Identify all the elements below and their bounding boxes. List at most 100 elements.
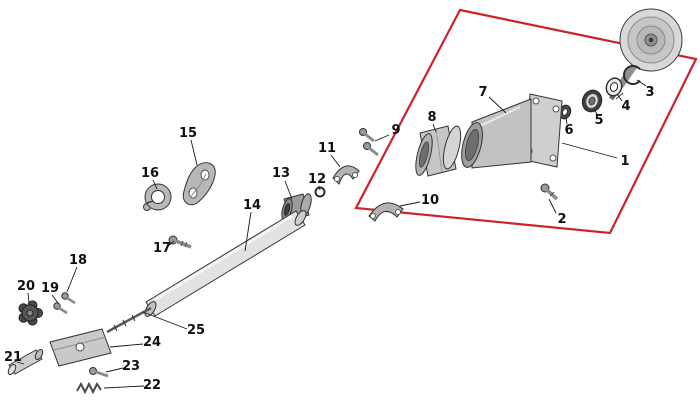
screw-part-23 [89, 367, 109, 378]
leader-line-16 [152, 179, 158, 190]
hanger-edge [189, 173, 207, 198]
screw-thread-tick [180, 240, 184, 247]
leader-line-11 [330, 154, 341, 168]
clamp-ring-part-16 [143, 183, 172, 211]
leader-lines [16, 79, 647, 389]
bushing-bore [283, 203, 291, 216]
part-label-13: 13 [272, 166, 290, 181]
leader-line-2 [548, 198, 557, 214]
leader-line-4 [616, 93, 623, 102]
leader-line-17 [167, 240, 175, 247]
leader-line-14 [244, 211, 252, 252]
leader-line-9 [374, 134, 390, 142]
part-label-9: 9 [391, 123, 400, 138]
part-label-3: 3 [645, 85, 654, 100]
flange-bolt-hole [552, 105, 560, 113]
screw-shaft [175, 239, 192, 249]
screw-part-17 [168, 235, 192, 249]
flex-shaft [106, 306, 152, 334]
washer-part-4 [605, 77, 623, 97]
bracket-hole [334, 176, 340, 182]
part-label-24: 24 [143, 335, 161, 350]
part-label-14: 14 [243, 198, 261, 213]
snap-ring [623, 65, 643, 85]
part-label-1: 1 [620, 154, 629, 169]
leader-line-3 [636, 79, 647, 87]
washer-hole [561, 108, 569, 116]
flex-shaft-tick [131, 314, 136, 322]
part-label-12: 12 [308, 172, 326, 187]
bolt-thread-tick [549, 191, 555, 197]
leader-line-1 [561, 142, 618, 159]
leader-line-22 [103, 385, 145, 389]
clamp-body [368, 202, 404, 222]
flex-shaft-part-25 [106, 306, 152, 334]
clamp-ring-slot [146, 200, 154, 204]
part-label-17: 17 [153, 241, 171, 256]
flange-bolt-hole [532, 97, 540, 105]
bolt-part-2 [540, 183, 559, 201]
housing-cone [471, 98, 532, 169]
knob-part-20 [18, 300, 43, 326]
knob-hub [26, 309, 34, 317]
part-label-6: 6 [564, 123, 573, 138]
screw-part-18 [61, 292, 76, 305]
part-label-25: 25 [187, 323, 205, 338]
spacer-end-right [34, 348, 44, 361]
tube-end-top [294, 210, 307, 226]
part-label-19: 19 [41, 281, 59, 296]
lock-washer-ring [314, 186, 326, 198]
screw-head [359, 128, 367, 136]
leader-line-7 [488, 96, 507, 114]
spacer-tube-part-21 [7, 348, 44, 376]
clamp-block-part-24 [49, 328, 112, 367]
part-label-16: 16 [141, 166, 159, 181]
clamp-half-part-10 [368, 202, 404, 222]
screw-head [53, 302, 61, 310]
bearing-bore [588, 96, 596, 106]
flex-shaft-tick [122, 319, 127, 327]
leader-line-19 [51, 294, 59, 304]
clamp-ring-bore [151, 190, 165, 204]
washer-part-6 [558, 104, 572, 120]
adapter-sleeve-part-8 [415, 125, 462, 177]
part-label-7: 7 [478, 85, 487, 100]
screw-part-19 [53, 302, 68, 315]
screw-shaft [66, 296, 76, 305]
screws-part-9 [359, 128, 379, 157]
clamp-hole [395, 209, 401, 215]
flex-shaft-tick [113, 324, 118, 332]
part-label-22: 22 [143, 378, 161, 393]
part-label-5: 5 [594, 113, 603, 128]
bracket-hole [352, 172, 358, 178]
leader-line-6 [565, 117, 568, 125]
screw-head [61, 292, 69, 300]
flange-bolt-hole [549, 154, 557, 162]
part-label-23: 23 [122, 359, 140, 374]
leader-line-8 [432, 123, 437, 133]
highlight-region-outline [354, 8, 698, 235]
cone-bore [464, 128, 480, 162]
part-label-15: 15 [179, 126, 197, 141]
thread-tick [615, 92, 624, 100]
spring-coil [76, 381, 102, 395]
screw-head [363, 142, 371, 150]
leader-line-18 [66, 266, 78, 293]
screw-shaft [368, 146, 379, 157]
part-label-4: 4 [621, 99, 630, 114]
leader-line-25 [142, 311, 188, 330]
leader-line-10 [399, 201, 421, 207]
hanger-body [182, 162, 216, 206]
pulley-center [648, 37, 654, 43]
cone-highlight [477, 106, 521, 128]
clutch-housing-part-7 [461, 93, 563, 169]
part-label-18: 18 [69, 253, 87, 268]
screw-head [89, 367, 97, 375]
leader-line-12 [318, 185, 321, 191]
tube-body [145, 210, 306, 317]
clamp-hole [370, 213, 376, 219]
part-label-2: 2 [557, 212, 566, 227]
part-label-21: 21 [4, 350, 22, 365]
tube-highlight [155, 214, 293, 301]
